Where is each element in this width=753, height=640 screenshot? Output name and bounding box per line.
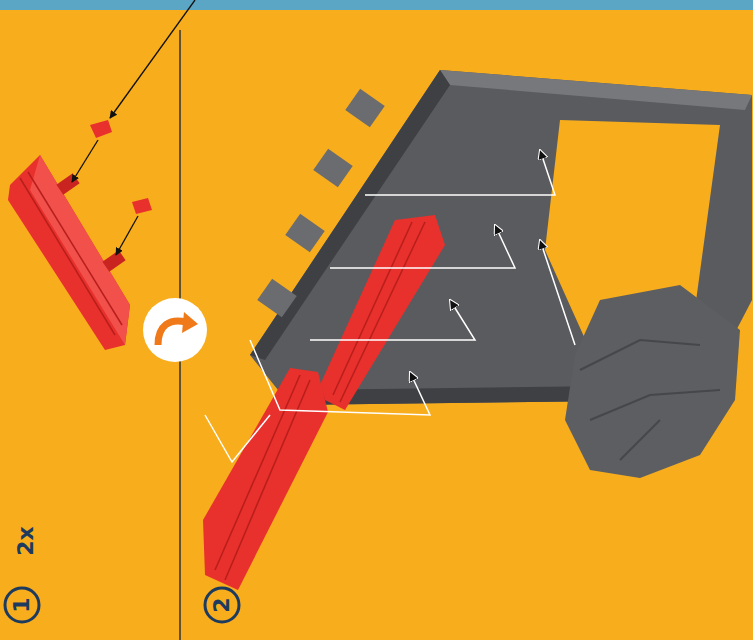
quantity-label: 2x — [15, 527, 37, 557]
step-number-circle: 2 — [203, 586, 241, 624]
step-number-circle: 1 — [3, 586, 41, 624]
step1-parts — [8, 0, 195, 350]
red-bars — [203, 215, 445, 590]
step-number: 1 — [11, 597, 33, 612]
rotate-icon — [143, 298, 207, 362]
step-number: 2 — [211, 597, 233, 612]
leader-lines — [205, 150, 575, 462]
stone-piece — [565, 285, 740, 478]
top-strip — [0, 0, 753, 10]
